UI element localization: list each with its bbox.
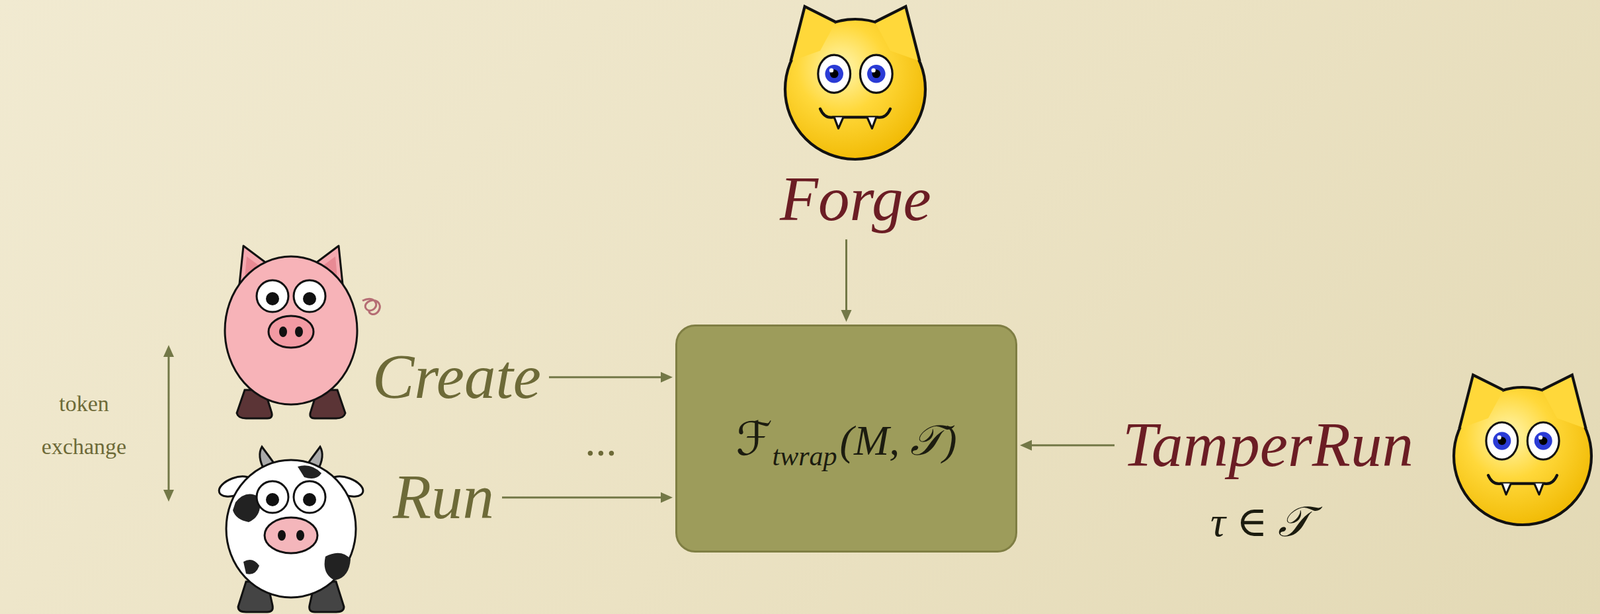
command-name: Run (392, 461, 495, 534)
arrow-head (163, 490, 174, 503)
command-name: Create (372, 341, 542, 414)
cow-icon (216, 447, 366, 613)
formula-text: ℱ (736, 412, 773, 467)
arrow-line (548, 376, 664, 379)
oracle-name: TamperRun (1122, 409, 1414, 482)
arrow-head (841, 310, 852, 323)
arrow-line (502, 496, 664, 499)
subscript: twrap (772, 441, 838, 472)
devil-icon (785, 6, 926, 160)
formula-text: (M, 𝒯) (840, 417, 958, 465)
note-text: token exchange (34, 382, 134, 469)
arrow-line (845, 239, 848, 313)
oracle-name: Forge (779, 163, 932, 236)
arrow-line (168, 354, 170, 493)
arrow-head (163, 345, 174, 358)
math-label: τ ∈ 𝒯 (1210, 498, 1311, 548)
arrow-head (1019, 440, 1032, 452)
arrow-head (660, 492, 673, 504)
process-box: ℱtwrap(M, 𝒯) (675, 324, 1018, 553)
formula: ℱtwrap(M, 𝒯) (736, 412, 958, 467)
pig-icon (224, 246, 380, 419)
arrow-line (1029, 444, 1115, 447)
ellipsis: ... (586, 417, 618, 467)
devil-icon (1453, 375, 1592, 526)
arrow-head (660, 372, 673, 383)
